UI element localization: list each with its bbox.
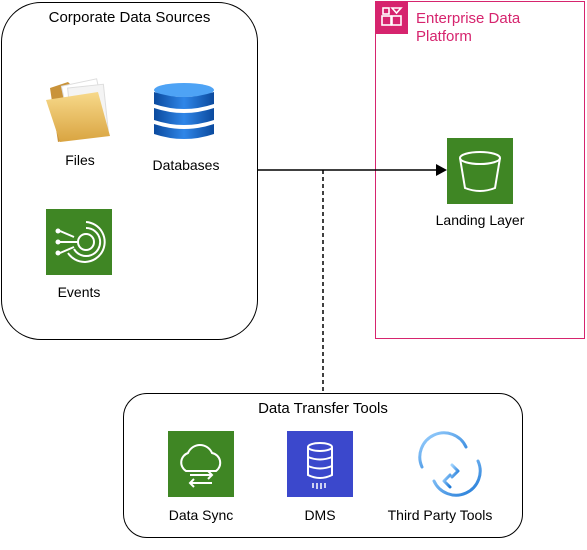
dms-label: DMS <box>304 507 336 523</box>
enterprise-data-platform-title: Enterprise Data Platform <box>416 10 520 46</box>
files-label: Files <box>65 152 95 168</box>
folder-files-icon <box>46 78 110 142</box>
platform-title-line2: Platform <box>416 28 472 45</box>
landing-layer-label: Landing Layer <box>435 212 525 228</box>
corporate-data-sources-title: Corporate Data Sources <box>48 9 211 26</box>
corporate-data-sources-group <box>1 2 258 340</box>
bucket-icon <box>447 138 513 204</box>
platform-group-icon <box>375 1 408 34</box>
data-sync-icon <box>168 431 234 497</box>
sync-arrows-icon <box>418 431 482 497</box>
arrow-head <box>436 164 447 176</box>
data-transfer-tools-title: Data Transfer Tools <box>258 400 388 417</box>
database-icon <box>154 83 214 139</box>
events-icon <box>46 209 112 275</box>
third-party-tools-label: Third Party Tools <box>387 507 493 523</box>
events-label: Events <box>57 284 101 300</box>
databases-label: Databases <box>152 157 220 173</box>
data-sync-label: Data Sync <box>168 507 234 523</box>
dms-icon <box>287 431 353 497</box>
data-transfer-tools-group <box>123 393 523 538</box>
platform-title-line1: Enterprise Data <box>416 10 521 27</box>
